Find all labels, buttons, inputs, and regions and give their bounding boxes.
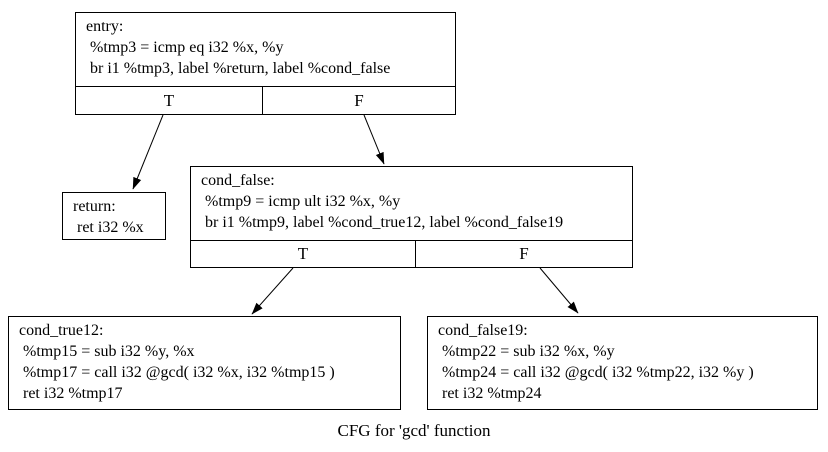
node-cond-false19: cond_false19: %tmp22 = sub i32 %x, %y %t… [427,316,818,410]
node-entry-body: entry: %tmp3 = icmp eq i32 %x, %y br i1 … [76,13,455,86]
node-line: %tmp15 = sub i32 %y, %x [19,343,195,360]
node-cond-true12-body: cond_true12: %tmp15 = sub i32 %y, %x %tm… [9,317,400,404]
node-title: entry: [86,18,124,35]
port-false-label: F [354,90,364,110]
node-return-body: return: ret i32 %x [63,193,165,238]
port-true-label: T [76,87,263,114]
node-title: cond_true12: [19,322,104,339]
node-line: ret i32 %tmp24 [438,385,542,402]
node-line: %tmp17 = call i32 @gcd( i32 %x, i32 %tmp… [19,364,335,381]
edge-cond-false-F-cond-false19 [539,267,579,314]
node-line: ret i32 %tmp17 [19,385,123,402]
node-title: return: [73,198,116,215]
node-cond-false-body: cond_false: %tmp9 = icmp ult i32 %x, %y … [191,167,632,240]
node-return: return: ret i32 %x [62,192,166,240]
edge-entry-F-cond-false [363,114,385,165]
port-false-label: F [519,244,529,263]
node-line: ret i32 %x [73,219,144,236]
node-line: %tmp3 = icmp eq i32 %x, %y [86,39,284,56]
node-title: cond_false19: [438,322,528,339]
node-line: br i1 %tmp3, label %return, label %cond_… [86,60,391,77]
node-line: %tmp9 = icmp ult i32 %x, %y [201,193,401,210]
node-cond-false-ports: T F [191,240,632,267]
node-title: cond_false: [201,172,275,189]
port-true-label: T [191,241,416,267]
node-cond-false19-body: cond_false19: %tmp22 = sub i32 %x, %y %t… [428,317,817,404]
edge-entry-T-return [132,114,164,190]
graph-caption: CFG for 'gcd' function [337,421,491,440]
node-cond-true12: cond_true12: %tmp15 = sub i32 %y, %x %tm… [8,316,401,410]
node-entry-ports: T F [76,86,455,114]
node-cond-false: cond_false: %tmp9 = icmp ult i32 %x, %y … [190,166,633,268]
node-line: br i1 %tmp9, label %cond_true12, label %… [201,214,564,231]
node-entry: entry: %tmp3 = icmp eq i32 %x, %y br i1 … [75,12,456,115]
node-line: %tmp22 = sub i32 %x, %y [438,343,615,360]
node-line: %tmp24 = call i32 @gcd( i32 %tmp22, i32 … [438,364,754,381]
edge-cond-false-T-cond-true12 [251,267,294,315]
